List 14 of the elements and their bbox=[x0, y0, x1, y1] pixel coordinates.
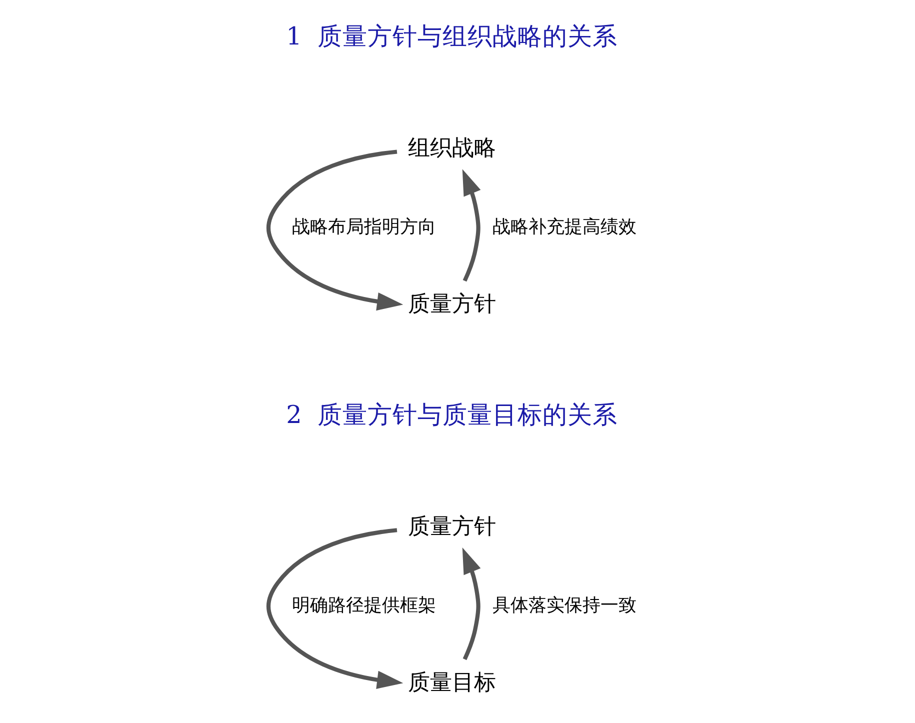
edge-label: 战略布局指明方向 bbox=[292, 216, 436, 238]
node-text: 质量方针 bbox=[408, 514, 496, 540]
node-text: 质量目标 bbox=[408, 670, 496, 696]
edge-label: 战略补充提高绩效 bbox=[492, 216, 636, 238]
arrow bbox=[462, 169, 481, 282]
label: 1 质量方针与组织战略的关系 bbox=[286, 22, 618, 51]
arrow bbox=[266, 150, 404, 311]
edge-label: 具体落实保持一致 bbox=[492, 594, 636, 616]
node-text: 组织战略 bbox=[408, 136, 496, 161]
edge-label: 明确路径提供框架 bbox=[292, 594, 436, 616]
label: 2 质量方针与质量目标的关系 bbox=[286, 400, 618, 430]
node-text: 质量方针 bbox=[408, 292, 496, 318]
arrow bbox=[462, 547, 481, 660]
arrow bbox=[266, 528, 404, 689]
